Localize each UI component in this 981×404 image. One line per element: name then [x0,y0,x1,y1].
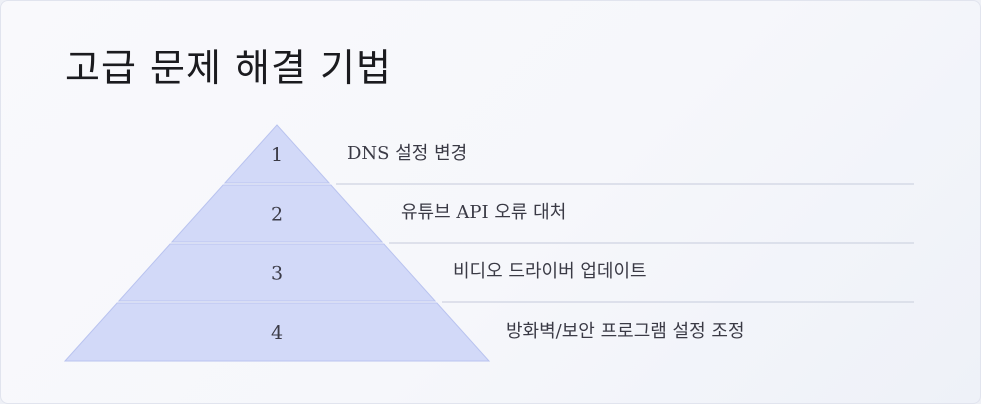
tier-number-2: 2 [271,204,283,226]
tier-number-4: 4 [271,322,283,344]
tier-label-3: 비디오 드라이버 업데이트 [453,261,647,282]
tier-label-2: 유튜브 API 오류 대처 [401,202,567,223]
tier-number-1: 1 [271,144,283,166]
pyramid-tier-4 [63,302,491,362]
page-title: 고급 문제 해결 기법 [65,46,392,90]
pyramid-tier-2 [170,184,384,243]
pyramid-tier-3 [117,243,437,302]
tier-number-3: 3 [271,263,283,285]
pyramid-tier-1 [223,124,331,184]
tier-label-1: DNS 설정 변경 [347,143,468,164]
tier-label-4: 방화벽/보안 프로그램 설정 조정 [506,321,745,342]
